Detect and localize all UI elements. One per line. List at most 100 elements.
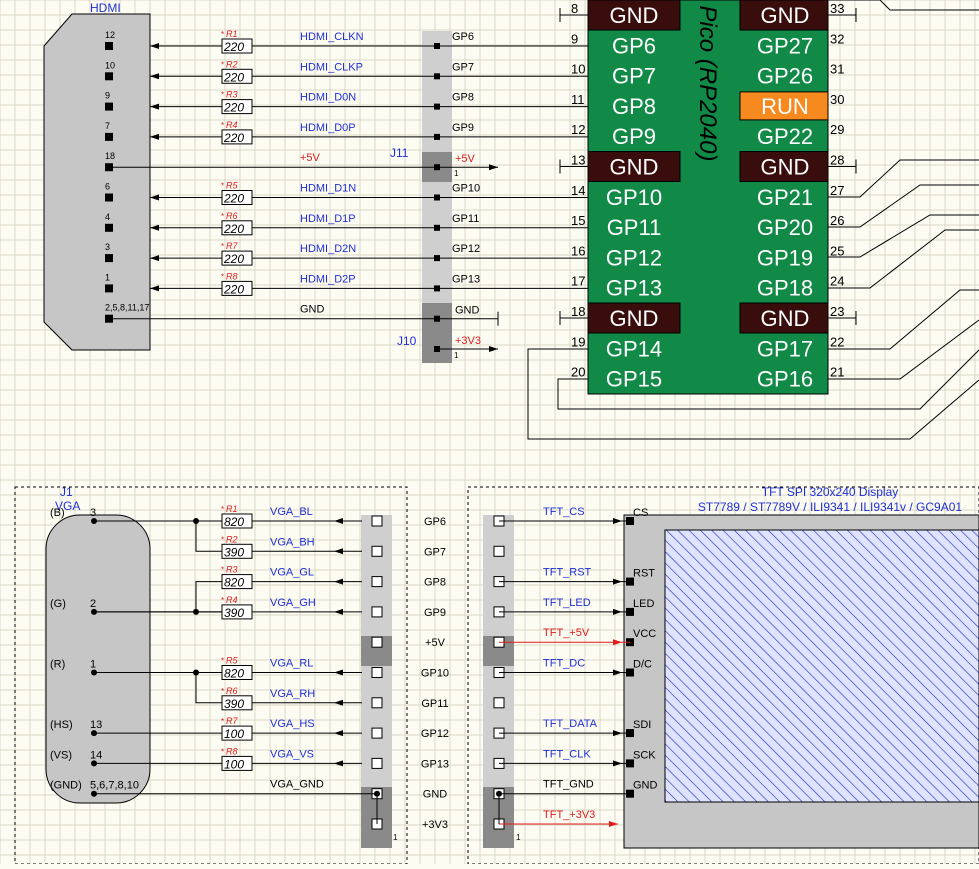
pico-pin-label: GP21 [757, 185, 813, 210]
pico-pin-number: 28 [830, 153, 844, 168]
vga-pin-number: 13 [90, 719, 102, 731]
hdmi-pin [105, 193, 113, 202]
vga-signal-name: (GND) [50, 780, 82, 792]
vga-pin-number: 3 [90, 507, 96, 519]
pico-pin-number: 18 [571, 304, 585, 319]
hdmi-pin [105, 42, 113, 50]
hdmi-pin-number: 3 [105, 242, 110, 252]
resistor-ref: R2 [226, 534, 238, 544]
pico-pin-label: GND [761, 3, 810, 28]
resistor-ref: R6 [226, 686, 238, 696]
net-label: TFT_CS [543, 506, 585, 518]
pico-pin-label: GP6 [612, 33, 656, 58]
header-pin [371, 667, 383, 678]
pico-pin-number: 17 [571, 274, 585, 289]
pico-pin-label: GND [610, 306, 659, 331]
hdmi-pin [105, 284, 113, 293]
arrow-right [613, 608, 622, 615]
wire-gnd-top [828, 0, 979, 11]
resistor-bridge [195, 581, 222, 613]
pico-pin-label: GP16 [757, 367, 813, 392]
resistor-value: 220 [223, 70, 244, 84]
pico-pin-number: 9 [571, 31, 578, 46]
pico-pin-number: 31 [830, 62, 844, 77]
vga-ref: J1 [60, 485, 73, 499]
net-label: HDMI_CLKP [300, 61, 363, 73]
net-label: HDMI_D1P [300, 213, 356, 225]
resistor-mark: * [221, 60, 224, 69]
pico-pin-number: 13 [571, 153, 585, 168]
pico-pin-number: 22 [830, 334, 844, 349]
net-label: +5V [300, 152, 321, 164]
header-pin [371, 636, 383, 648]
gp-label: +5V [455, 153, 476, 165]
hdmi-pin [105, 102, 113, 111]
header-pin [371, 515, 383, 527]
resistor-mark: * [221, 566, 224, 575]
resistor-ref: R4 [226, 120, 238, 130]
resistor-mark: * [221, 717, 224, 726]
resistor-value: 390 [224, 545, 244, 559]
net-label: TFT_DATA [543, 718, 598, 730]
pico-pin-number: 30 [830, 92, 844, 107]
pico-pin-number: 33 [830, 1, 844, 16]
tft-pin-label: LED [633, 598, 654, 610]
net-label: +3V3 [455, 335, 481, 347]
resistor-mark: * [221, 596, 224, 605]
j10-label: J10 [397, 334, 417, 348]
header-pin [493, 545, 505, 557]
net-label: VGA_BH [270, 536, 315, 548]
resistor-ref: R8 [226, 746, 238, 756]
gp-label: GP9 [424, 607, 446, 619]
pico-pin-label: GND [761, 155, 810, 180]
gp-label: GP6 [424, 516, 446, 528]
tft-pin-label: GND [633, 780, 658, 792]
vga-title: VGA [55, 499, 80, 513]
hdmi-pin-number: 10 [105, 60, 115, 70]
net-label: HDMI_D0N [300, 92, 356, 104]
pico-pin-label: GP15 [606, 367, 662, 392]
gp-label: GP13 [452, 273, 480, 285]
wire-gp18 [828, 229, 979, 289]
j11-label: J11 [390, 146, 409, 160]
hdmi-pin-number: 4 [105, 212, 110, 222]
resistor-mark: * [221, 121, 224, 130]
resistor [221, 38, 253, 54]
resistor [221, 220, 253, 236]
net-label: TFT_DC [543, 658, 585, 670]
hdmi-pin-number: 9 [105, 91, 110, 101]
pin1-mark: 1 [454, 169, 459, 178]
pico-pin-number: 20 [571, 365, 585, 380]
pico-pin-label: GP26 [757, 64, 813, 89]
wire-gp20 [828, 184, 979, 228]
gp-label: GP12 [421, 728, 449, 740]
resistor-ref: R7 [226, 241, 238, 251]
resistor-value: 220 [223, 282, 244, 296]
gp-label: GP9 [452, 122, 474, 134]
header-pin [371, 727, 383, 739]
wire-gp21 [828, 159, 979, 198]
pin1-mark: 1 [393, 833, 398, 842]
resistor-bridge [195, 672, 222, 704]
resistor-mark: * [221, 272, 224, 281]
gp-label: GP8 [452, 92, 474, 104]
pico-gnd-pad [587, 302, 681, 334]
net-label: VGA_RH [270, 688, 315, 700]
net-label: VGA_RL [270, 658, 313, 670]
pico-pin-number: 14 [571, 183, 585, 198]
resistor-value: 100 [224, 757, 244, 771]
resistor [221, 250, 253, 266]
resistor-mark: * [221, 535, 224, 544]
pico-pin-label: GP19 [757, 245, 813, 270]
arrow-left [150, 43, 159, 49]
gp-label: +3V3 [422, 819, 448, 831]
resistor [221, 129, 253, 145]
gp-label: GP11 [452, 213, 479, 225]
pico-pin-number: 11 [571, 92, 585, 107]
hdmi-pin-number: 7 [105, 121, 110, 131]
gp-label: GP8 [424, 577, 446, 589]
resistor-ref: R2 [226, 59, 238, 69]
hdmi-pin [105, 223, 113, 232]
pico-pin-number: 32 [830, 31, 844, 46]
